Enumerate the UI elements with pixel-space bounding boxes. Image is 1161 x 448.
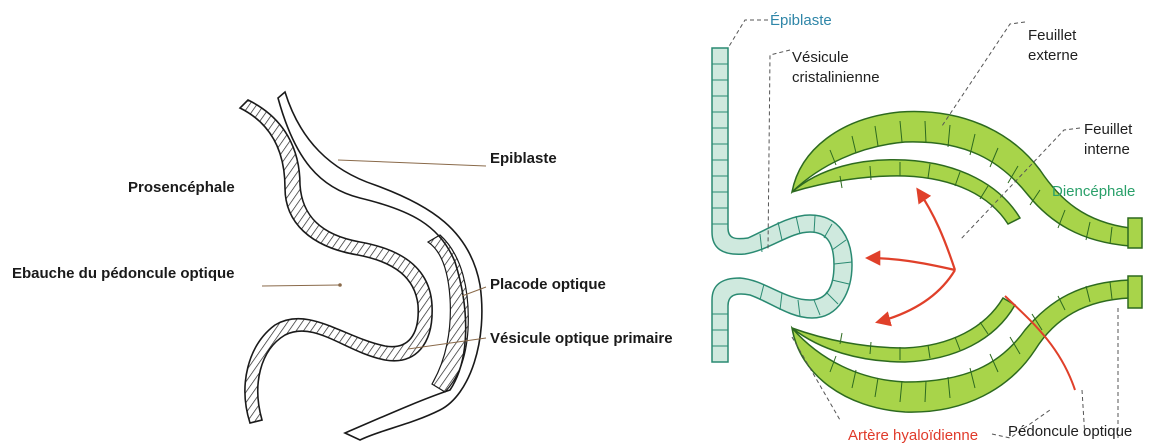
arrow-up: [918, 190, 955, 270]
leader-ebauche: [262, 285, 340, 286]
label-prosencephale: Prosencéphale: [128, 179, 235, 196]
right-optic-cup-diagram: Épiblaste Vésicule cristalinienne Feuill…: [712, 12, 1142, 444]
label-vesicule-line2: cristalinienne: [792, 69, 880, 86]
leader-ebauche-dot: [338, 283, 342, 287]
label-vesicule-line1: Vésicule: [792, 49, 849, 66]
arrow-down: [878, 270, 955, 322]
growth-arrows: [868, 190, 955, 322]
label-feuillet-externe-line2: externe: [1028, 47, 1078, 64]
label-epiblaste-right: Épiblaste: [770, 12, 832, 29]
leader-epiblaste: [338, 160, 486, 166]
arrow-left: [868, 258, 955, 270]
label-ebauche: Ebauche du pédoncule optique: [12, 265, 235, 282]
label-pedoncule-optique: Pédoncule optique: [1008, 423, 1132, 440]
label-diencephale: Diencéphale: [1052, 183, 1135, 200]
label-feuillet-interne-line2: interne: [1084, 141, 1130, 158]
diencephale-wall-upper: [1128, 218, 1142, 248]
epiblast-sheet: [712, 48, 852, 362]
label-feuillet-externe-line1: Feuillet: [1028, 27, 1077, 44]
left-optic-vesicle-diagram: Prosencéphale Epiblaste Ebauche du pédon…: [12, 92, 673, 440]
diencephale-wall-lower: [1128, 276, 1142, 308]
label-vesicule-primaire: Vésicule optique primaire: [490, 330, 673, 347]
prosencephalon-wall: [240, 100, 432, 423]
label-placode: Placode optique: [490, 276, 606, 293]
label-artere-hyaloidienne: Artère hyaloïdienne: [848, 427, 978, 444]
upper-inner-layer: [792, 160, 1020, 224]
label-feuillet-interne-line1: Feuillet: [1084, 121, 1133, 138]
label-epiblaste-left: Epiblaste: [490, 150, 557, 167]
